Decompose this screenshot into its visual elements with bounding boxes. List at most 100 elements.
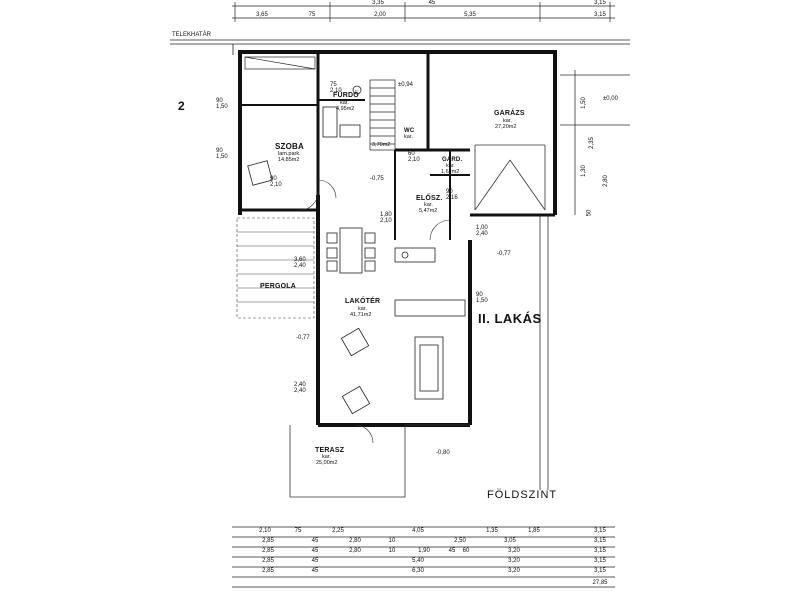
bottom-dim: 10 <box>388 548 396 554</box>
room-gard-area: 1,62m2 <box>441 169 460 175</box>
bottom-dim: 3,20 <box>508 568 520 574</box>
room-szoba-area: 14,85m2 <box>278 157 300 163</box>
top-dim: 3,65 <box>256 12 268 18</box>
bottom-dim: 3,20 <box>508 548 520 554</box>
property-line-label: TELEKHATÁR <box>172 32 211 38</box>
exterior-walls <box>238 50 557 427</box>
top-dimension-row-0: 3,35 45 3,15 <box>0 0 800 10</box>
opening-bottom: 2,10 <box>380 218 392 224</box>
opening-top: 1,00 <box>476 225 488 231</box>
bottom-dim: 3,15 <box>594 568 606 574</box>
bottom-dim: 75 <box>294 528 302 534</box>
opening-bottom: 2,10 <box>270 182 282 188</box>
opening-top: 90 <box>446 189 453 195</box>
side-dim: 2,80 <box>602 175 609 187</box>
room-pergola-name: PERGOLA <box>260 283 297 290</box>
bottom-dim: 45 <box>311 568 319 574</box>
level-pergola: -0,77 <box>296 335 310 341</box>
bottom-dim: 1,85 <box>528 528 540 534</box>
armchairs <box>247 160 371 415</box>
room-furdo-name: FÜRDŐ <box>333 92 359 99</box>
opening-top: 3,60 <box>294 257 306 263</box>
opening-bottom: 2,10 <box>408 157 420 163</box>
bottom-dim: 2,50 <box>454 538 466 544</box>
opening-top: 75 <box>330 82 337 88</box>
bottom-dim: 2,10 <box>259 528 271 534</box>
bottom-dim: 45 <box>311 538 319 544</box>
opening-top: 60 <box>408 151 415 157</box>
level-szoba: -0,75 <box>370 176 384 182</box>
level-elosz: -0,77 <box>497 251 511 257</box>
room-furdo-area: 4,95m2 <box>336 106 355 112</box>
side-dim: 50 <box>586 209 593 217</box>
level-furdo: ±0,94 <box>398 82 413 88</box>
bottom-dim: 1,90 <box>418 548 430 554</box>
door-swings <box>299 179 451 444</box>
top-dim: 3,15 <box>594 12 606 18</box>
level-terasz: -0,80 <box>436 450 450 456</box>
bottom-dim: 3,15 <box>594 528 606 534</box>
bottom-dim: 2,85 <box>262 538 274 544</box>
terrace-outline <box>289 424 470 498</box>
bottom-dim: 2,25 <box>332 528 344 534</box>
bottom-dim: 2,85 <box>262 548 274 554</box>
bottom-dim: 3,15 <box>594 548 606 554</box>
bottom-dim: 45 <box>448 548 456 554</box>
room-furdo-sub: kar. <box>340 100 349 106</box>
bottom-dim: 2,85 <box>262 568 274 574</box>
staircase <box>369 79 396 151</box>
bottom-dimension-lines <box>232 526 615 588</box>
top-dim: 3,35 <box>372 0 384 6</box>
room-gard-name: GARD. <box>442 157 463 163</box>
bottom-dim: 1,35 <box>486 528 498 534</box>
bottom-dimension-row-5: 2,85 45 6,30 3,20 3,15 <box>0 568 800 578</box>
bottom-dimension-row-1: 2,10 75 2,25 4,05 1,35 1,85 3,15 <box>0 528 800 538</box>
opening-top: 90 <box>270 176 277 182</box>
opening-bottom: 1,50 <box>216 154 228 160</box>
room-lakoter-name: LAKÓTÉR <box>345 298 381 305</box>
opening-top: 90 <box>216 148 223 154</box>
room-terasz-name: TERASZ <box>315 447 345 454</box>
opening-top: 90 <box>216 98 223 104</box>
room-terasz-sub: kar. <box>322 454 331 460</box>
bottom-dim: 3,05 <box>504 538 516 544</box>
room-garazs-area: 27,20m2 <box>495 124 517 130</box>
bottom-dim: 10 <box>388 538 396 544</box>
property-line <box>170 39 630 55</box>
bottom-dimension-row-6: 27,85 <box>0 580 800 590</box>
opening-top: 1,80 <box>380 212 392 218</box>
bottom-dim: 5,40 <box>412 558 424 564</box>
driveway-lines <box>539 70 630 490</box>
opening-bottom: 2,16 <box>446 195 458 201</box>
top-dimension-row-1: 3,65 75 2,00 5,35 3,15 <box>0 12 800 22</box>
opening-top: 2,40 <box>294 382 306 388</box>
bottom-dim: 3,15 <box>594 558 606 564</box>
room-szoba-sub: lam.park. <box>278 151 301 157</box>
stair-area: 3,70m2 <box>372 142 391 148</box>
bottom-dimension-row-4: 2,85 45 5,40 3,20 3,15 <box>0 558 800 568</box>
pergola-structure <box>236 217 315 319</box>
side-dim: 2,35 <box>588 137 595 149</box>
bottom-dim: 2,80 <box>349 548 361 554</box>
opening-top: 90 <box>476 292 483 298</box>
top-dim: 75 <box>308 12 316 18</box>
top-dim: 2,00 <box>374 12 386 18</box>
bottom-dim: 45 <box>311 558 319 564</box>
top-dim: 3,15 <box>594 0 606 6</box>
room-garazs-name: GARÁZS <box>494 110 525 117</box>
room-szoba-name: SZOBA <box>275 142 304 151</box>
top-dimension-lines <box>232 2 615 22</box>
room-gard-sub: kar. <box>446 163 455 169</box>
bottom-dim: 2,80 <box>349 538 361 544</box>
opening-bottom: 2,40 <box>294 388 306 394</box>
bottom-dim: 4,05 <box>412 528 424 534</box>
room-terasz-area: 25,00m2 <box>316 460 338 466</box>
kitchen-counter <box>394 247 466 317</box>
side-dim: 1,50 <box>580 97 587 109</box>
level-garazs: ±0,00 <box>603 96 618 102</box>
bottom-dim: 3,20 <box>508 558 520 564</box>
opening-bottom: 2,40 <box>476 231 488 237</box>
room-lakoter-sub: kar. <box>358 306 367 312</box>
bottom-dim: 45 <box>311 548 319 554</box>
